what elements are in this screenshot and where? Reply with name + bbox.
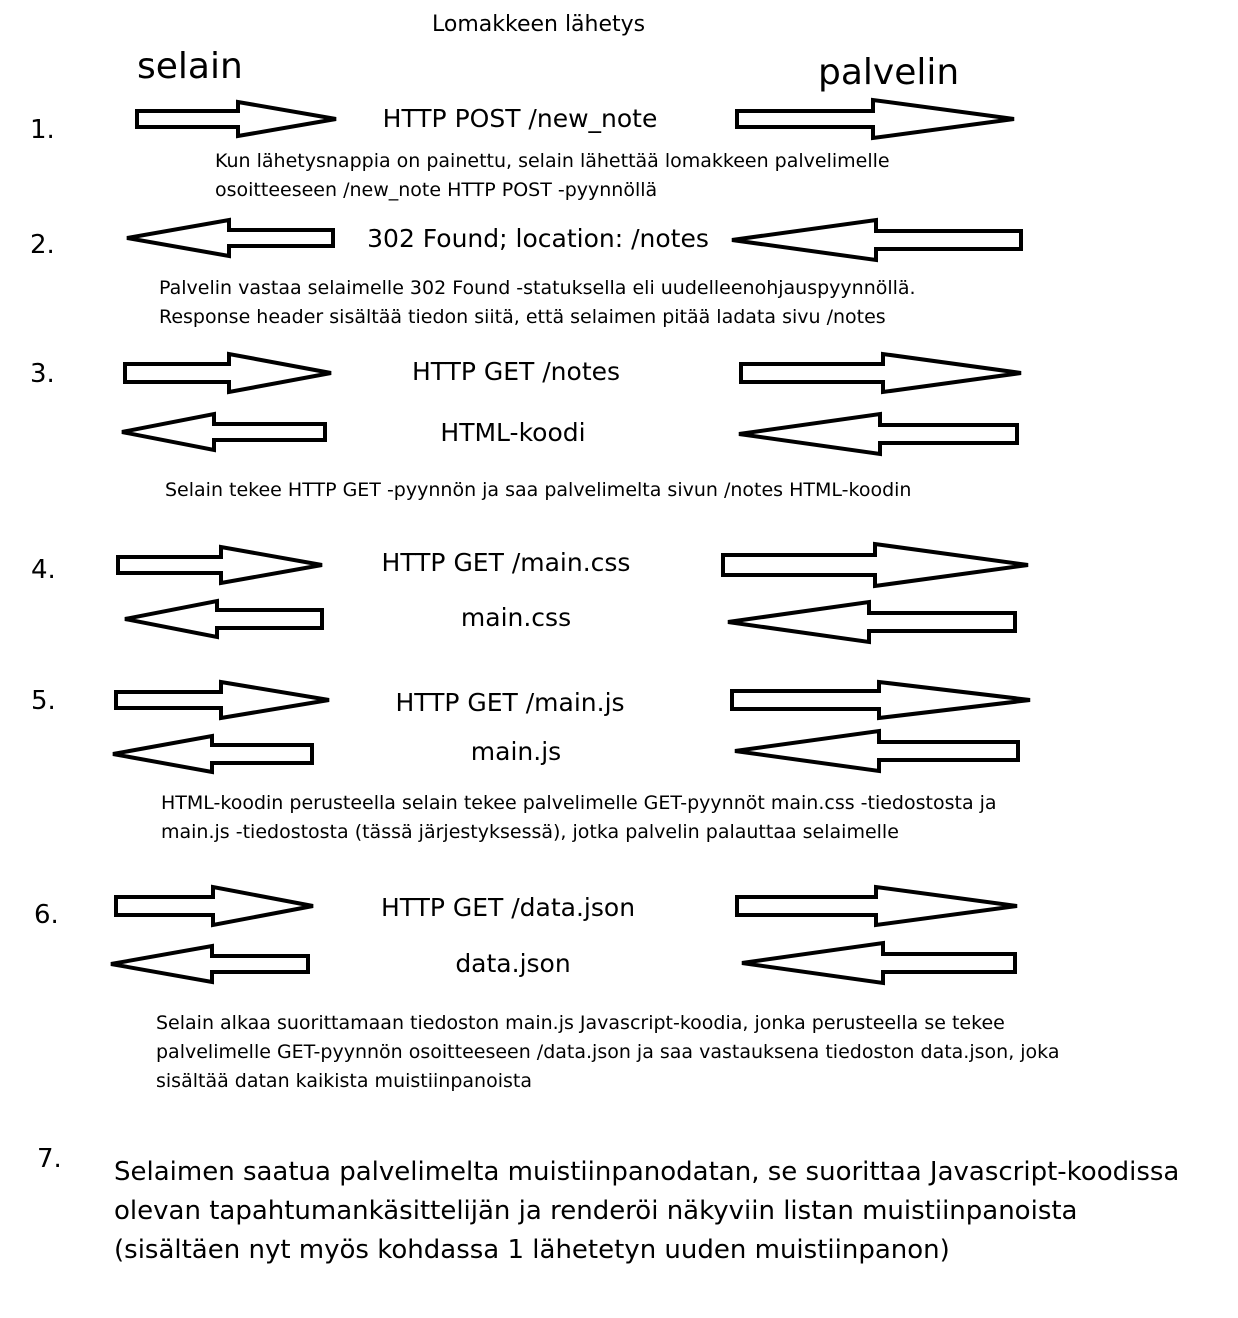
left-arrow-icon — [731, 217, 1023, 263]
step-description: Kun lähetysnappia on painettu, selain lä… — [215, 150, 890, 201]
step-number: 6. — [34, 900, 59, 930]
message-label: HTML-koodi — [440, 418, 586, 447]
message-label: data.json — [455, 949, 571, 978]
message-label: main.js — [470, 737, 562, 766]
step-description: HTML-koodin perusteella selain tekee pal… — [161, 792, 997, 843]
right-arrow-icon — [116, 544, 323, 586]
left-arrow-icon — [126, 217, 335, 259]
message-label: 302 Found; location: /notes — [367, 224, 709, 253]
message-label: HTTP GET /notes — [411, 357, 621, 386]
step-description: Selain tekee HTTP GET -pyynnön ja saa pa… — [165, 479, 912, 501]
diagram-title: Lomakkeen lähetys — [432, 12, 646, 37]
message-label: HTTP GET /main.css — [381, 548, 631, 577]
message-label: main.css — [460, 603, 572, 632]
left-arrow-icon — [741, 940, 1017, 986]
step-number: 5. — [31, 686, 56, 716]
left-arrow-icon — [738, 411, 1019, 457]
message-label: HTTP GET /main.js — [395, 688, 625, 717]
step-number: 7. — [37, 1144, 62, 1174]
actor-server-label: palvelin — [818, 52, 960, 93]
message-label: HTTP GET /data.json — [380, 893, 636, 922]
right-arrow-icon — [135, 99, 337, 139]
step-description: Selain alkaa suorittamaan tiedoston main… — [156, 1012, 1060, 1092]
step-number: 3. — [30, 359, 55, 389]
right-arrow-icon — [735, 884, 1018, 928]
step-number: 2. — [30, 230, 55, 260]
left-arrow-icon — [110, 943, 310, 985]
message-label: HTTP POST /new_note — [382, 104, 658, 133]
left-arrow-icon — [727, 599, 1017, 645]
right-arrow-icon — [739, 351, 1022, 395]
right-arrow-icon — [114, 884, 314, 928]
final-step-description: Selaimen saatua palvelimelta muistiinpan… — [114, 1157, 1180, 1265]
left-arrow-icon — [734, 728, 1020, 774]
step-number: 1. — [30, 115, 55, 145]
right-arrow-icon — [735, 97, 1015, 141]
actor-browser-label: selain — [137, 46, 243, 87]
right-arrow-icon — [730, 679, 1031, 721]
left-arrow-icon — [121, 411, 327, 453]
right-arrow-icon — [123, 351, 332, 395]
step-number: 4. — [31, 555, 56, 585]
left-arrow-icon — [112, 733, 314, 775]
right-arrow-icon — [721, 541, 1029, 589]
right-arrow-icon — [114, 679, 330, 721]
left-arrow-icon — [124, 598, 324, 640]
step-description: Palvelin vastaa selaimelle 302 Found -st… — [159, 277, 916, 328]
